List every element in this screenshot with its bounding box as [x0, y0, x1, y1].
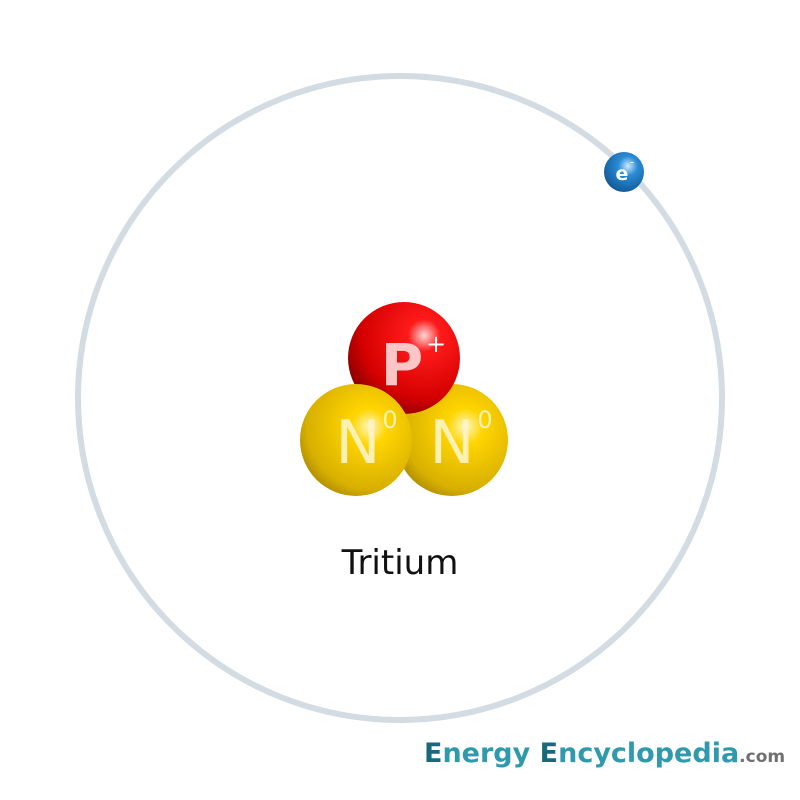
- atom-label: Tritium: [341, 543, 459, 583]
- neutron-left-charge: 0: [382, 406, 397, 434]
- electron-orbit: [75, 73, 725, 723]
- neutron-right: N 0: [396, 384, 508, 496]
- logo-suffix: .com: [739, 747, 786, 767]
- proton-letter: P: [381, 331, 424, 399]
- neutron-left: N 0: [300, 384, 412, 496]
- proton: P +: [348, 302, 460, 414]
- neutron-right-letter: N: [430, 408, 475, 478]
- logo-word-2: ncyclopedia: [558, 738, 740, 769]
- logo-cap-1: E: [424, 738, 443, 769]
- logo-cap-2: E: [539, 738, 559, 769]
- logo-word-1: nergy: [442, 738, 540, 769]
- neutron-right-charge: 0: [477, 406, 492, 434]
- energy-encyclopedia-logo: Energy Encyclopedia.com: [424, 738, 785, 769]
- electron-letter: e: [616, 163, 629, 185]
- electron: e -: [604, 152, 644, 192]
- proton-charge: +: [426, 330, 446, 358]
- electron-charge: -: [630, 155, 634, 169]
- neutron-left-letter: N: [336, 408, 381, 478]
